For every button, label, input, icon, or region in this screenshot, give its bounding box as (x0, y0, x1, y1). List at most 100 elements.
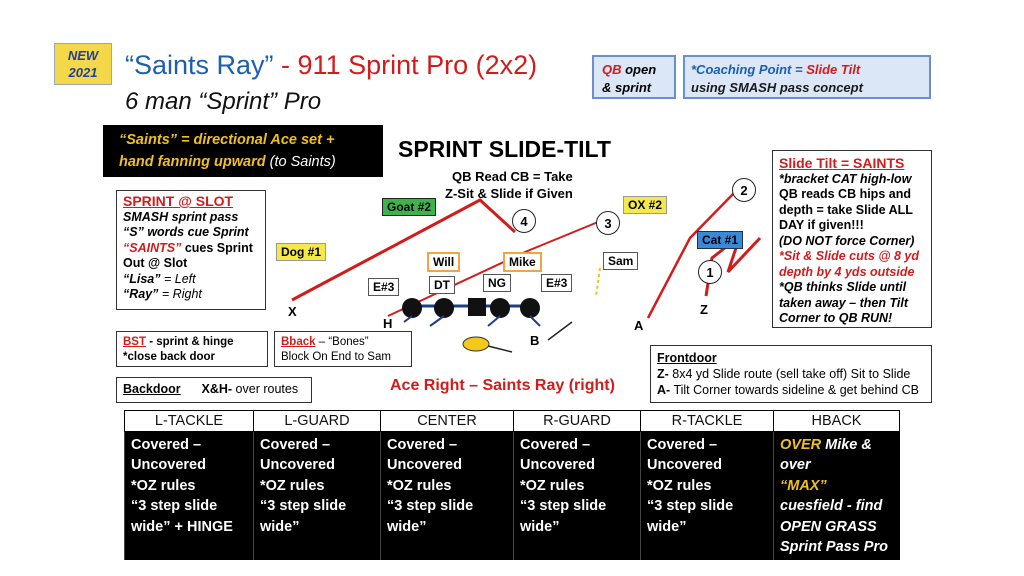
cell-center: Covered – Uncovered *OZ rules “3 step sl… (387, 437, 474, 535)
slide-l1: *bracket CAT high-low (779, 171, 912, 186)
page-subtitle: 6 man “Sprint” Pro (125, 88, 322, 115)
qb-word: QB (602, 62, 622, 77)
x-route (291, 198, 517, 302)
dt-label: DT (429, 276, 455, 294)
route-number-3: 3 (596, 211, 620, 235)
page-title: “Saints Ray” - 911 Sprint Pro (2x2) (125, 50, 537, 81)
bback-l1: – “Bones” (315, 336, 369, 348)
bst-box: BST - sprint & hinge *close back door (116, 331, 268, 367)
coaching-line2: using SMASH pass concept (691, 80, 863, 95)
saints-definition-box: “Saints” = directional Ace set + hand fa… (103, 125, 383, 177)
slide-l4: DAY if given!!! (779, 218, 864, 232)
route-number-1: 1 (698, 260, 722, 284)
frontdoor-a: A- (657, 383, 671, 397)
sprint-l6a: “Ray” (123, 287, 159, 301)
block-lines (403, 315, 541, 327)
qb-read-line1: QB Read CB = Take (452, 169, 573, 184)
right-tackle (520, 298, 540, 318)
ox-label: OX #2 (623, 196, 668, 214)
qb-open-word: open (621, 62, 657, 77)
h-player: H (383, 316, 393, 331)
left-tackle (402, 298, 422, 318)
bst-l1: - sprint & hinge (146, 336, 234, 348)
sprint-l4: Out @ Slot (123, 256, 188, 270)
coaching-highlight: Slide Tilt (806, 62, 861, 77)
bst-label: BST (123, 336, 146, 348)
center (468, 298, 486, 316)
frontdoor-label: Frontdoor (657, 351, 717, 365)
b-player: B (530, 333, 540, 348)
a-player: A (634, 318, 644, 333)
title-protection: - 911 Sprint Pro (2x2) (273, 50, 538, 80)
slide-l10: Corner to QB RUN! (779, 311, 893, 325)
hback-l3: “MAX” (780, 477, 827, 494)
sprint-l3b: cues Sprint (181, 240, 253, 255)
cell-r-guard: Covered – Uncovered *OZ rules “3 step sl… (520, 437, 607, 535)
table-row: Covered – Uncovered *OZ rules “3 step sl… (124, 431, 900, 561)
slide-l5: (DO NOT force Corner) (779, 233, 915, 248)
sprint-l5b: = Left (160, 271, 196, 286)
frontdoor-z: Z- (657, 367, 669, 381)
frontdoor-l1: 8x4 yd Slide route (sell take off) Sit t… (668, 367, 911, 381)
route-number-4: 4 (512, 209, 536, 233)
sprint-l3a: “SAINTS” (123, 240, 182, 255)
slide-l8: *QB thinks Slide until (779, 280, 907, 294)
play-diagram (291, 191, 762, 353)
backdoor-xh: X&H- (201, 382, 233, 396)
header-r-guard: R-GUARD (513, 410, 641, 432)
header-l-guard: L-GUARD (253, 410, 381, 432)
slide-l6: *Sit & Slide cuts @ 8 yd (779, 249, 920, 263)
qb-read-line2: Z-Sit & Slide if Given (445, 186, 573, 201)
hback-l2: over (780, 457, 811, 474)
hback-l4: cuesfield - find (780, 498, 883, 515)
header-hback: HBACK (773, 410, 900, 432)
coaching-point-box: *Coaching Point = Slide Tilt using SMASH… (683, 55, 931, 99)
sprint-l1: SMASH sprint pass (123, 209, 239, 224)
sprint-l6b: = Right (158, 287, 202, 301)
z-player: Z (700, 302, 708, 317)
slide-title: Slide Tilt = SAINTS (779, 155, 905, 171)
bst-l2: *close back door (123, 351, 216, 363)
bback-label: Bback (281, 336, 316, 348)
qb-marker (462, 336, 490, 352)
hback-l5: OPEN GRASS (780, 518, 877, 535)
header-l-tackle: L-TACKLE (124, 410, 254, 432)
backdoor-rest: over routes (232, 382, 299, 396)
end-right-label: E#3 (541, 274, 573, 292)
sprint-slide-tilt-heading: SPRINT SLIDE-TILT (398, 136, 611, 162)
header-center: CENTER (380, 410, 514, 432)
formation-label: Ace Right – Saints Ray (right) (390, 377, 615, 394)
blocking-rules-table: L-TACKLE L-GUARD CENTER R-GUARD R-TACKLE… (124, 410, 900, 561)
bback-l2: Block On End to Sam (281, 351, 391, 363)
slide-l3: depth = take Slide ALL (779, 202, 913, 217)
frontdoor-box: Frontdoor Z- 8x4 yd Slide route (sell ta… (650, 345, 932, 403)
sam-drop (595, 267, 601, 297)
saints-line2b: (to Saints) (265, 154, 336, 170)
hback-l1: Mike & (821, 437, 872, 453)
hback-over: OVER (780, 437, 822, 453)
x-player: X (288, 304, 297, 319)
sprint-at-slot-box: SPRINT @ SLOT SMASH sprint pass “S” word… (116, 190, 266, 310)
slide-l7: depth by 4 yds outside (779, 264, 915, 279)
b-block-arrow (547, 321, 573, 341)
sprint-l2a: “S” (123, 225, 144, 239)
saints-line1: “Saints” = directional Ace set + (119, 132, 335, 148)
slide-l9: taken away – then Tilt (779, 295, 908, 310)
cell-l-tackle: Covered – Uncovered *OZ rules “3 step sl… (131, 437, 233, 535)
coaching-prefix: *Coaching Point = (691, 62, 807, 77)
new-2021-badge: NEW 2021 (54, 43, 112, 85)
badge-line1: NEW (67, 48, 99, 63)
sprint-l5a: “Lisa” (123, 271, 161, 286)
slide-tilt-box: Slide Tilt = SAINTS *bracket CAT high-lo… (772, 150, 932, 328)
sprint-title: SPRINT @ SLOT (123, 193, 234, 209)
left-guard (434, 298, 454, 318)
will-label: Will (427, 252, 461, 272)
cell-r-tackle: Covered – Uncovered *OZ rules “3 step sl… (647, 437, 734, 535)
qb-open-sprint-box: QB open & sprint (592, 55, 676, 99)
qb-line2: & sprint (602, 80, 652, 95)
end-left-label: E#3 (368, 278, 400, 296)
sam-label: Sam (603, 252, 639, 270)
cell-l-guard: Covered – Uncovered *OZ rules “3 step sl… (260, 437, 347, 535)
backdoor-label: Backdoor (123, 382, 181, 396)
cat-label: Cat #1 (697, 231, 744, 249)
